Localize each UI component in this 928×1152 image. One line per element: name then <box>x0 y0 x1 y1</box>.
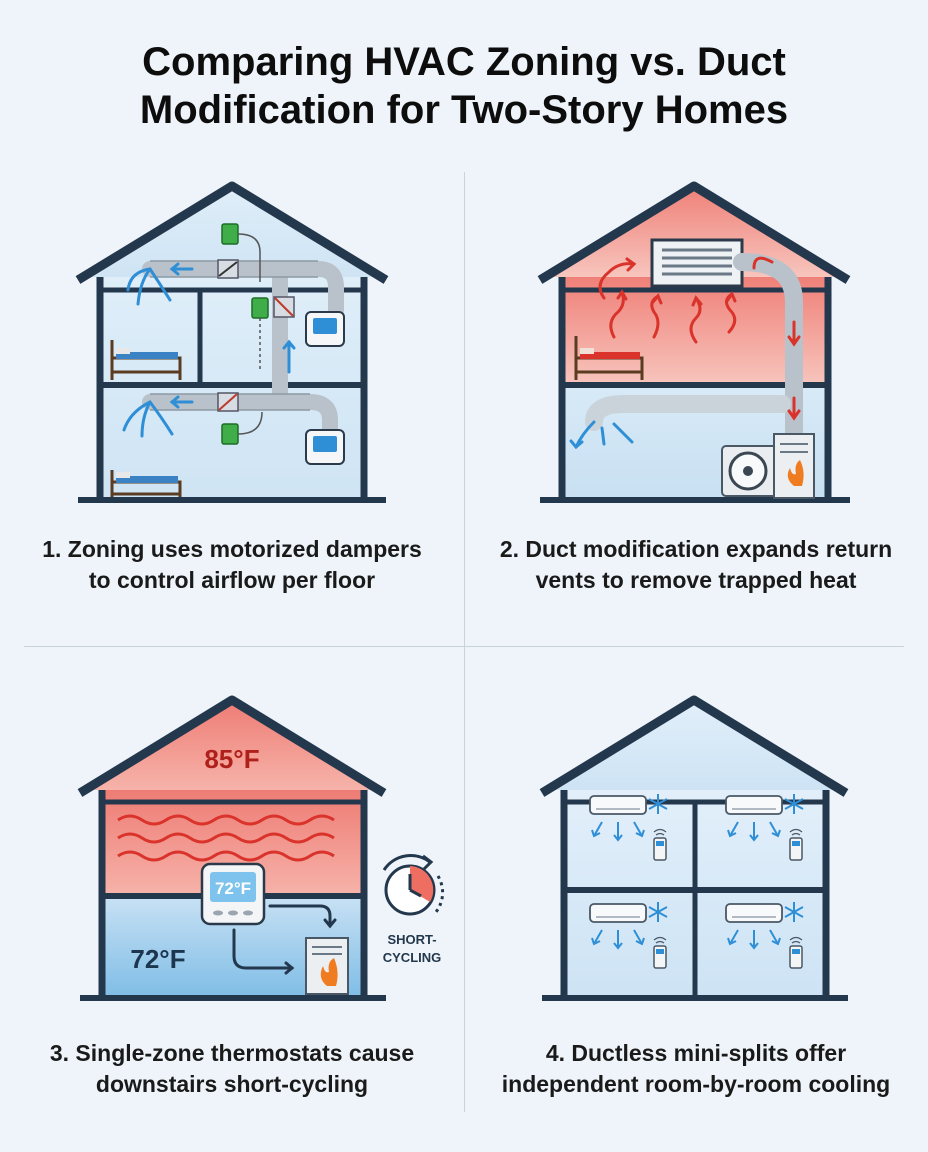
heat-arrows <box>598 256 801 421</box>
title-line-2: Modification for Two-Story Homes <box>139 88 789 132</box>
caption-4-line-2: independent room-by-room cooling <box>501 1071 891 1097</box>
caption-duct-modification: 2. Duct modification expands return vent… <box>464 534 928 596</box>
panel-duct-modification: 2. Duct modification expands return vent… <box>464 172 928 642</box>
damper-icon <box>217 259 295 412</box>
airflow-arrows <box>122 262 296 438</box>
caption-1-line-1: 1. Zoning uses motorized dampers <box>42 536 422 562</box>
title-line-1: Comparing HVAC Zoning vs. Duct <box>142 40 786 84</box>
caption-2-line-2: vents to remove trapped heat <box>535 567 857 593</box>
panel-mini-splits: 4. Ductless mini-splits offer independen… <box>464 650 928 1120</box>
single-zone-house-illustration: 85°F 72°F 72°F <box>77 695 445 1001</box>
house-outline <box>539 695 849 1001</box>
duct-system <box>142 261 344 442</box>
caption-3-line-2: downstairs short-cycling <box>95 1071 369 1097</box>
panel-zoning: 1. Zoning uses motorized dampers to cont… <box>0 172 464 642</box>
bed-icon <box>110 340 182 497</box>
panel-single-zone: 85°F 72°F 72°F <box>0 650 464 1120</box>
signal-arrows <box>232 904 337 975</box>
caption-mini-splits: 4. Ductless mini-splits offer independen… <box>464 1038 928 1100</box>
caption-1-line-2: to control airflow per floor <box>88 567 376 593</box>
short-cycling-label-line-2: CYCLING <box>383 950 442 965</box>
caption-zoning: 1. Zoning uses motorized dampers to cont… <box>0 534 464 596</box>
upstairs-temperature: 85°F <box>204 744 259 774</box>
page-title: Comparing HVAC Zoning vs. Duct Modificat… <box>0 38 928 134</box>
thermostat-reading: 72°F <box>215 879 251 898</box>
furnace-icon <box>305 937 349 995</box>
caption-single-zone: 3. Single-zone thermostats cause downsta… <box>0 1038 464 1100</box>
vertical-divider <box>464 172 465 1112</box>
zoning-house-illustration <box>75 181 389 503</box>
mini-split-house-illustration <box>539 695 849 1001</box>
downstairs-temperature: 72°F <box>130 944 185 974</box>
thermostat-icon <box>305 311 345 465</box>
caption-4-line-1: 4. Ductless mini-splits offer <box>545 1040 847 1066</box>
cool-air-arrows <box>569 420 634 450</box>
thermostat-icon <box>200 862 266 926</box>
bed-icon <box>574 336 644 380</box>
furnace-icon <box>773 433 815 499</box>
ac-condenser-icon <box>721 445 781 497</box>
short-cycling-label-line-1: SHORT- <box>387 932 436 947</box>
caption-2-line-1: 2. Duct modification expands return <box>499 536 893 562</box>
duct-mod-house-illustration <box>537 181 851 503</box>
heat-waves <box>117 814 335 862</box>
clock-icon <box>382 854 445 916</box>
horizontal-divider <box>24 646 904 647</box>
return-vent-icon <box>650 238 744 288</box>
caption-3-line-1: 3. Single-zone thermostats cause <box>49 1040 415 1066</box>
